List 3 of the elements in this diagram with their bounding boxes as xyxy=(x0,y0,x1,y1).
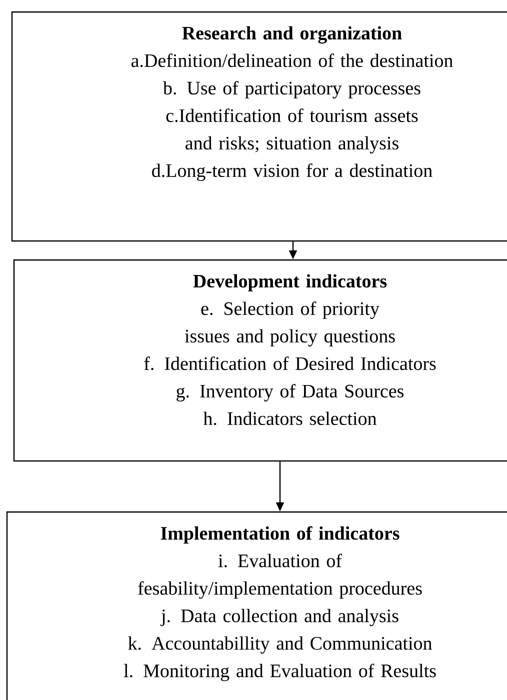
process-box: Implementation of indicators i. Evaluation of fesability/implementation procedures j. Data collection and analysis k. Accountabillity and Communication l. Monitoring and Evaluation of Results xyxy=(6,511,507,700)
process-box: Research and organization a.Definition/delineation of the destination b. Use of participatory processes c.Identification of tourism assets and risks; situation analysis d.Long-term vision for a destination xyxy=(11,11,507,242)
process-box: Development indicators e. Selection of priority issues and policy questions f. Identification of Desired Indicators g. Inventory of Data Sources h. Indicators selection xyxy=(13,259,507,462)
